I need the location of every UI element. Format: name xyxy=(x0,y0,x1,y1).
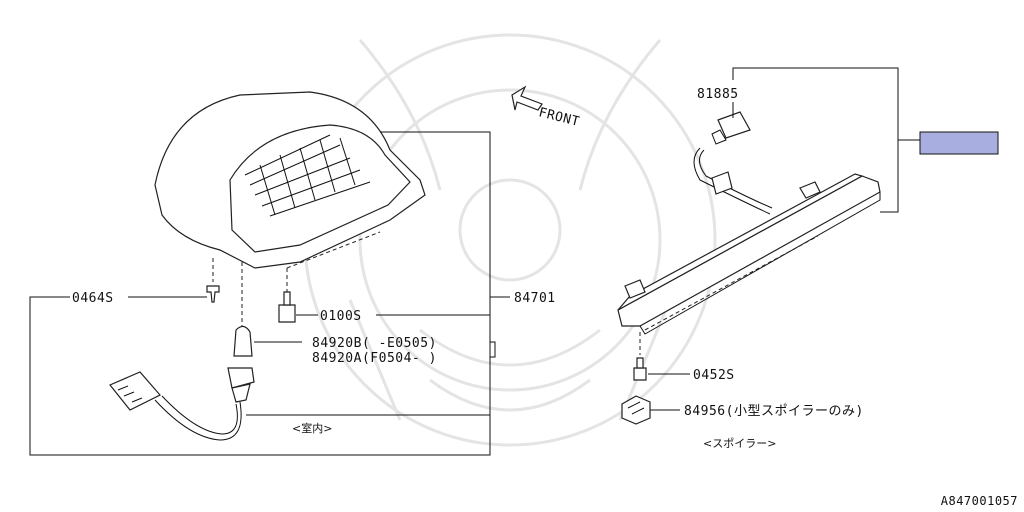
label-84956[interactable]: 84956(小型スポイラーのみ) xyxy=(684,404,864,419)
label-0100S[interactable]: 0100S xyxy=(320,309,362,324)
label-81885[interactable]: 81885 xyxy=(697,87,739,102)
front-arrow xyxy=(511,85,543,111)
label-spoiler: <スポイラー> xyxy=(703,437,776,450)
watermark-emblem xyxy=(303,33,717,447)
label-interior: <室内> xyxy=(292,421,332,435)
lamp-assembly-interior xyxy=(109,91,426,441)
label-0464S[interactable]: 0464S xyxy=(72,291,114,306)
lamp-assembly-spoiler xyxy=(617,111,881,425)
highlight-box[interactable] xyxy=(919,131,999,155)
label-84920B[interactable]: 84920B( -E0505) xyxy=(312,336,437,351)
callout-lines-right xyxy=(648,67,920,411)
label-0452S[interactable]: 0452S xyxy=(693,368,735,383)
label-84701[interactable]: 84701 xyxy=(514,291,556,306)
callout-lines-left xyxy=(29,131,510,456)
label-front: FRONT xyxy=(537,105,581,130)
label-84920A[interactable]: 84920A(F0504- ) xyxy=(312,351,437,366)
figure-code: A847001057 xyxy=(941,494,1018,508)
